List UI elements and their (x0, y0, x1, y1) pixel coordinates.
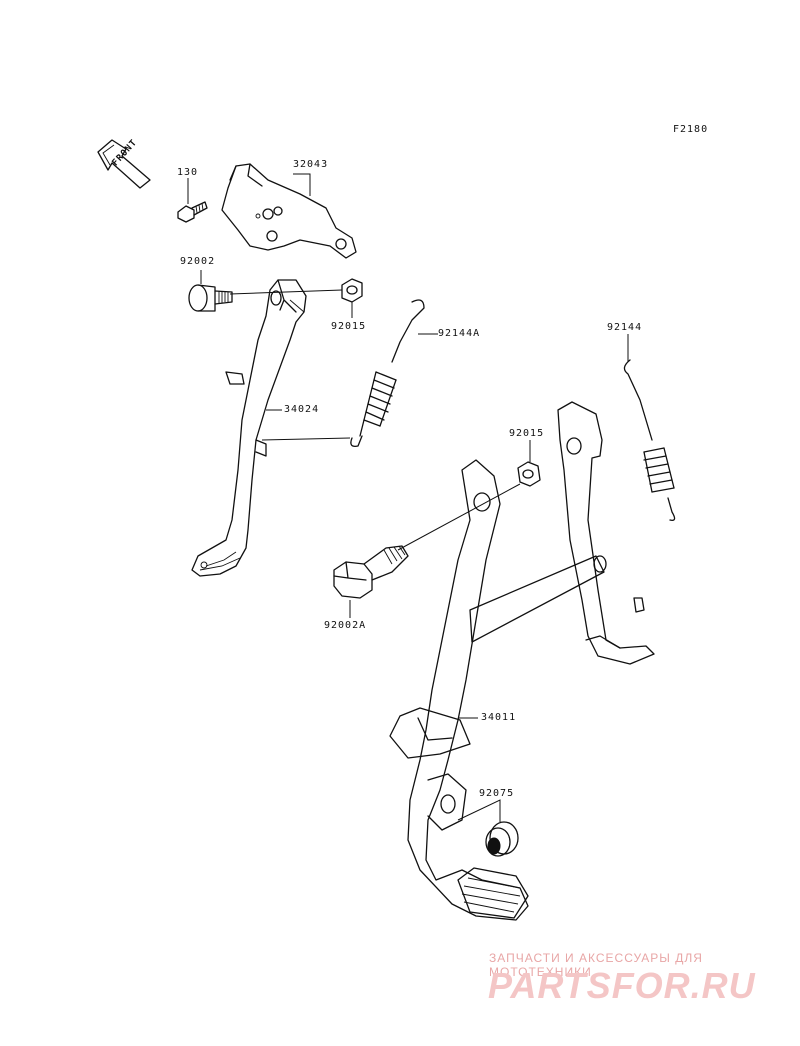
part-number-92144a[interactable]: 92144A (438, 328, 481, 339)
nut-92015-lower-drawing (517, 461, 541, 487)
watermark-tagline: ЗАПЧАСТИ И АКСЕССУАРЫ ДЛЯ МОТОТЕХНИКИ (489, 951, 703, 979)
figure-code: F2180 (673, 124, 709, 135)
bolt-92002a-drawing (333, 545, 409, 599)
part-number-34024[interactable]: 34024 (284, 404, 320, 415)
part-number-92015-lower[interactable]: 92015 (509, 428, 545, 439)
bolt-130-drawing (177, 201, 208, 223)
stopper-92075-drawing (485, 821, 519, 857)
part-number-92002[interactable]: 92002 (180, 256, 216, 267)
front-arrow-icon (97, 139, 151, 189)
part-number-32043[interactable]: 32043 (293, 159, 329, 170)
part-number-92002a[interactable]: 92002A (324, 620, 367, 631)
part-number-92075[interactable]: 92075 (479, 788, 515, 799)
part-number-130[interactable]: 130 (177, 167, 199, 178)
nut-92015-upper-drawing (341, 278, 363, 303)
bolt-92002-drawing (188, 284, 233, 312)
spring-92144-drawing (623, 359, 676, 521)
part-number-34011[interactable]: 34011 (481, 712, 517, 723)
part-number-92015-upper[interactable]: 92015 (331, 321, 367, 332)
side-stand-34024-drawing (191, 279, 307, 577)
center-stand-34011-drawing (389, 401, 655, 921)
watermark-logo: PARTSFOR.RU (488, 965, 756, 1006)
part-number-92144[interactable]: 92144 (607, 322, 643, 333)
spring-92144a-drawing (350, 299, 425, 447)
bracket-32043-drawing (221, 163, 357, 259)
leader-lines (187, 173, 629, 822)
